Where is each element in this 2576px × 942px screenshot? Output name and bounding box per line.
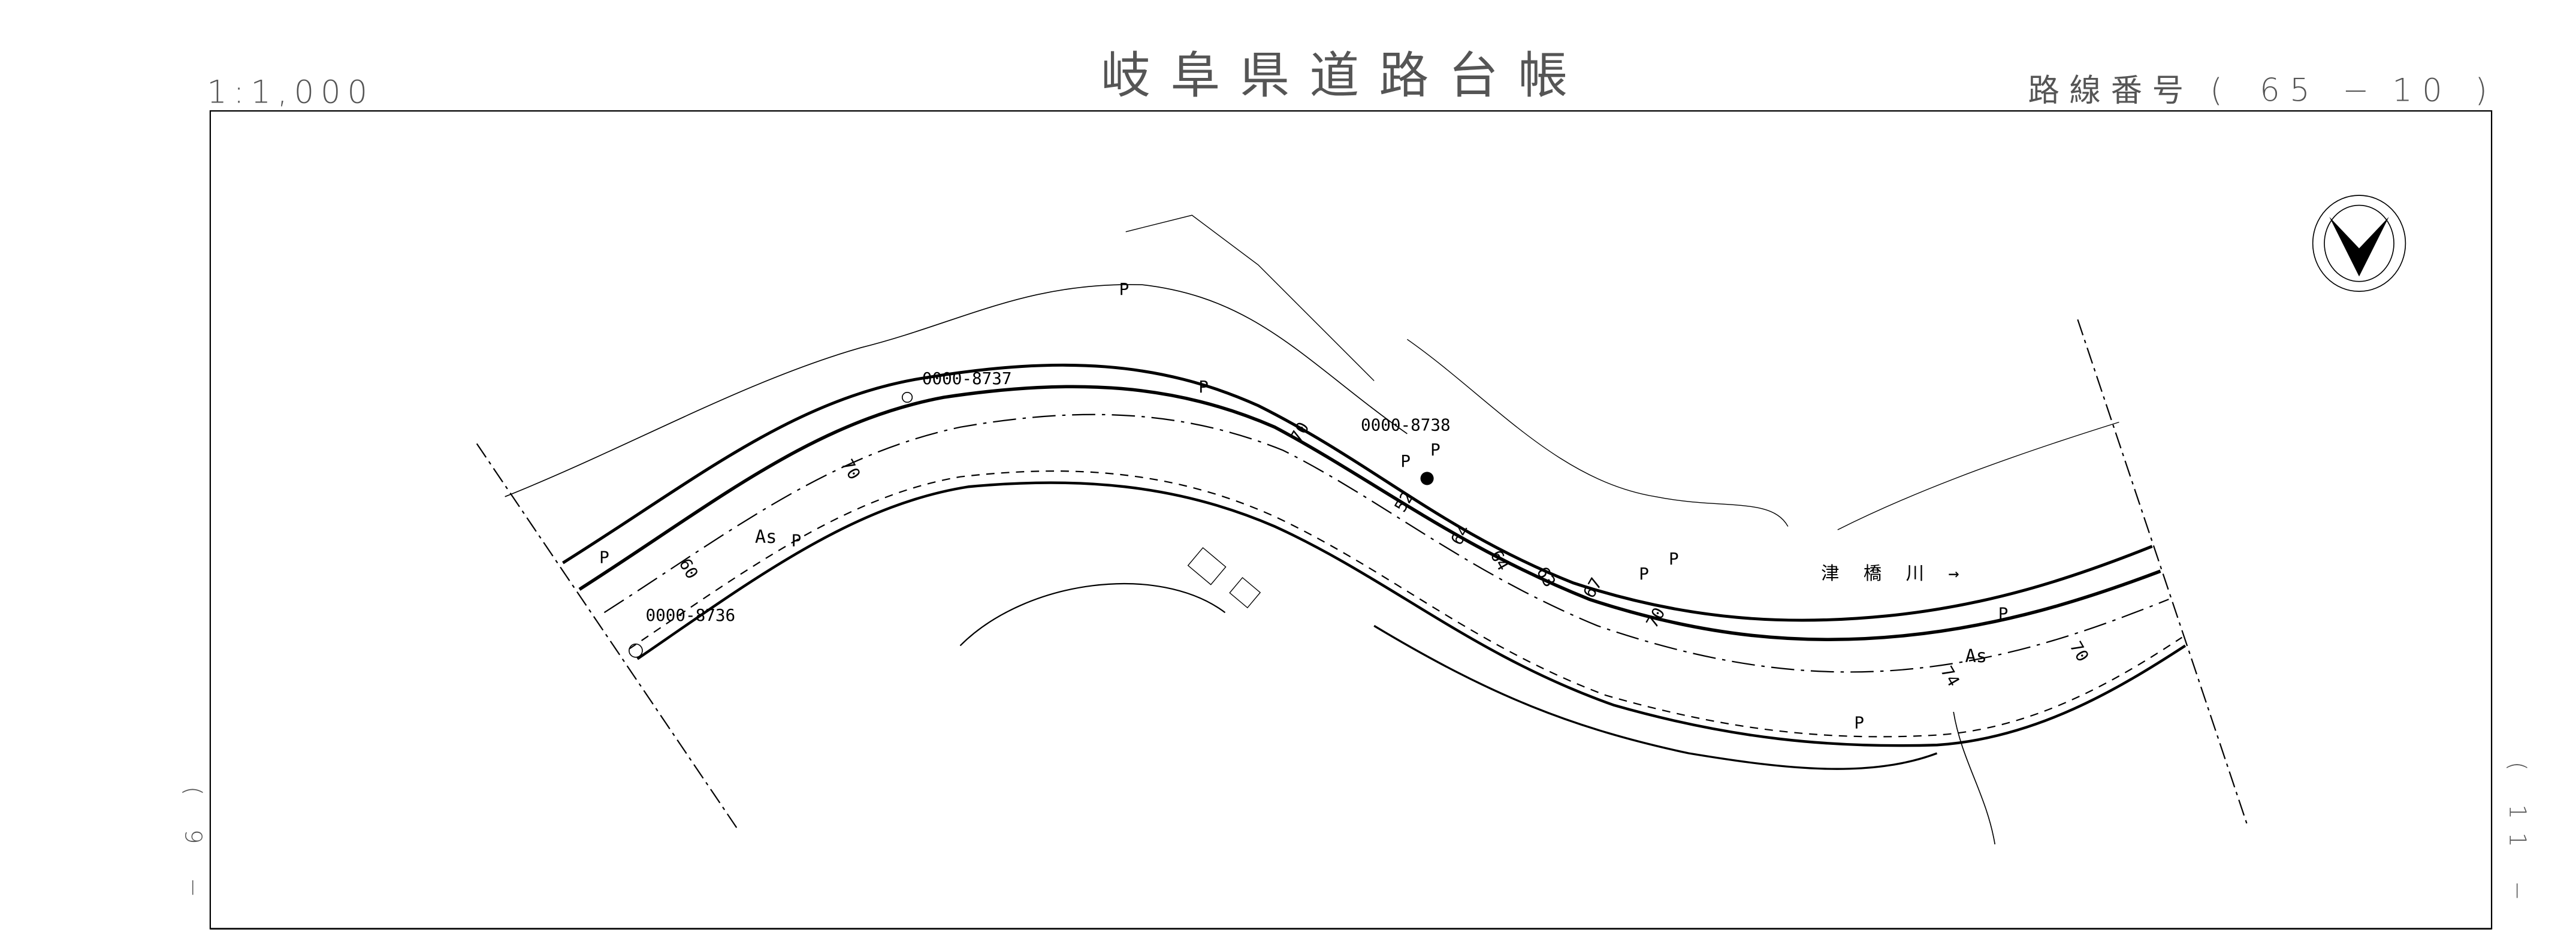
- route-number: 路線番号 ( 65 − 10 ): [2028, 73, 2487, 109]
- svg-text:路線番号: 路線番号: [2028, 73, 2193, 109]
- benchmark-label: 0000-8737: [922, 369, 1012, 388]
- svg-text:P: P: [792, 531, 802, 551]
- svg-text:70: 70: [2066, 638, 2093, 665]
- svg-text:P: P: [1198, 377, 1209, 397]
- svg-text:P: P: [599, 547, 609, 567]
- benchmark-labels: 0000-8737 0000-8738 0000-8736: [629, 369, 1451, 658]
- svg-text:64: 64: [1446, 521, 1473, 548]
- svg-text:As: As: [755, 527, 777, 548]
- svg-text:P: P: [1854, 713, 1864, 733]
- svg-text:P: P: [1400, 451, 1411, 471]
- pavement-labels: As As: [755, 527, 1987, 667]
- width-labels: 60 70 70 52 64 64 63 67 70 74 70: [675, 419, 2093, 690]
- map-frame: [209, 110, 2493, 930]
- north-arrow-icon: [2312, 195, 2406, 292]
- page-title: 岐阜県道路台帳: [1101, 47, 1587, 105]
- svg-text:(: (: [2210, 73, 2222, 109]
- left-sheet-link[interactable]: ( 9 −: [179, 786, 206, 910]
- svg-text:74: 74: [1937, 663, 1964, 690]
- svg-text:−: −: [2342, 73, 2369, 109]
- svg-text:P: P: [1639, 564, 1649, 584]
- river-label: 津 橋 川 →: [1821, 563, 1966, 584]
- svg-text:As: As: [1965, 646, 1988, 667]
- svg-text:P: P: [1119, 279, 1130, 299]
- benchmark-label: 0000-8736: [646, 605, 736, 625]
- right-sheet-link[interactable]: ( 11 −: [2503, 762, 2530, 914]
- svg-text:): ): [2475, 73, 2487, 109]
- svg-text:65: 65: [2260, 73, 2320, 109]
- svg-text:P: P: [1998, 603, 2009, 623]
- svg-text:10: 10: [2392, 73, 2452, 109]
- svg-text:60: 60: [675, 555, 702, 582]
- svg-text:64: 64: [1487, 547, 1514, 574]
- svg-text:P: P: [1430, 440, 1440, 460]
- benchmark-label: 0000-8738: [1361, 415, 1451, 434]
- svg-text:P: P: [1669, 549, 1679, 569]
- pole-labels: P P P P P P P P P P: [599, 279, 2008, 733]
- scale-label: 1:1,000: [207, 74, 374, 110]
- road: [505, 215, 2187, 845]
